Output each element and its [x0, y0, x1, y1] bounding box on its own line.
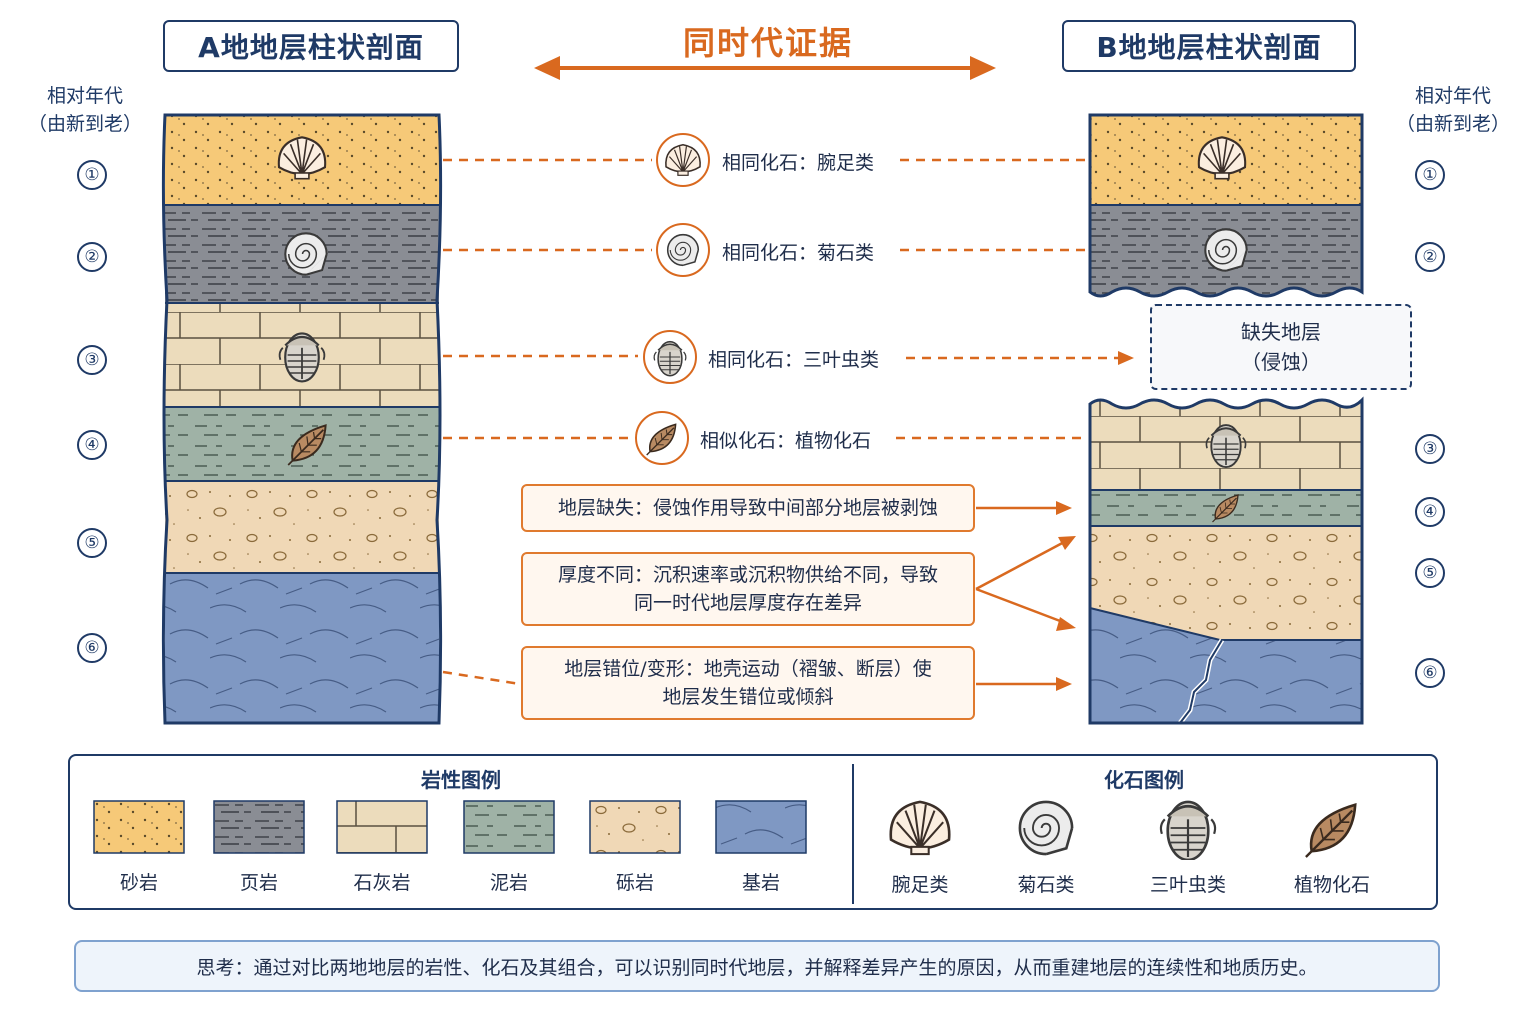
- shale-label: 页岩: [239, 872, 278, 894]
- column-a-title: A地地层柱状剖面: [163, 20, 459, 72]
- correlation-label-ammonite: 相同化石：菊石类: [718, 238, 879, 265]
- legend-conglomerate: 砾岩: [580, 800, 690, 895]
- mudstone-label: 泥岩: [489, 872, 528, 894]
- layer-number-a-4: ④: [77, 430, 107, 460]
- trilobite-icon: [1159, 800, 1217, 860]
- layer-number-b-2: ②: [1415, 242, 1445, 272]
- note-deformation: 地层错位/变形：地壳运动（褶皱、断层）使 地层发生错位或倾斜: [521, 646, 975, 720]
- column-b-title: B地地层柱状剖面: [1062, 20, 1356, 72]
- legend-brachiopod: 腕足类: [860, 796, 980, 897]
- note-thickness-line2: 同一时代地层厚度存在差异: [633, 592, 862, 614]
- limestone-swatch: [336, 800, 428, 854]
- age-label-left-line2: （由新到老）: [27, 113, 142, 135]
- correlation-leaf-icon: [635, 411, 689, 465]
- limestone-label: 石灰岩: [353, 872, 411, 894]
- legend-mudstone: 泥岩: [454, 800, 564, 895]
- age-label-right: 相对年代 （由新到老）: [1388, 82, 1518, 138]
- bedrock-swatch: [715, 800, 807, 854]
- a-ammonite-icon: [284, 232, 328, 276]
- layer-number-b-1: ①: [1415, 160, 1445, 190]
- sandstone-swatch: [93, 800, 185, 854]
- conglomerate-swatch: [589, 800, 681, 854]
- missing-layer-box: 缺失地层 （侵蚀）: [1150, 304, 1412, 390]
- brachiopod-label: 腕足类: [891, 874, 949, 896]
- correlation-brachiopod-icon: [656, 133, 710, 187]
- correlation-label-trilobite: 相同化石：三叶虫类: [704, 345, 884, 372]
- note-arrows: [975, 506, 1069, 686]
- legend-bedrock: 基岩: [706, 800, 816, 895]
- age-label-right-line2: （由新到老）: [1395, 113, 1510, 135]
- note-layer-missing: 地层缺失：侵蚀作用导致中间部分地层被剥蚀: [521, 484, 975, 532]
- legend-ammonite: 菊石类: [986, 796, 1106, 897]
- note-deformation-line1: 地层错位/变形：地壳运动（褶皱、断层）使: [564, 658, 932, 680]
- legend-trilobite: 三叶虫类: [1128, 796, 1248, 897]
- sandstone-label: 砂岩: [119, 872, 158, 894]
- fossil-legend-title: 化石图例: [1104, 768, 1184, 792]
- correlation-ammonite-icon: [656, 223, 710, 277]
- layer-number-b-4: ④: [1415, 497, 1445, 527]
- layer-number-a-2: ②: [77, 242, 107, 272]
- leaf-icon: [1304, 803, 1357, 859]
- legend-limestone: 石灰岩: [327, 800, 437, 895]
- layer-number-a-5: ⑤: [77, 528, 107, 558]
- b-layer-6-bedrock: [1090, 608, 1362, 723]
- column-a: [161, 113, 443, 725]
- brachiopod-icon: [889, 800, 951, 856]
- a-layer-6-bedrock: [165, 573, 439, 723]
- shale-swatch: [213, 800, 305, 854]
- correlation-lines: [442, 158, 1120, 686]
- correlation-trilobite-icon: [643, 330, 697, 384]
- ammonite-icon: [1018, 800, 1074, 856]
- note-deformation-line2: 地层发生错位或倾斜: [662, 686, 834, 708]
- layer-number-b-3: ③: [1415, 434, 1445, 464]
- note-layer-missing-line1: 地层缺失：侵蚀作用导致中间部分地层被剥蚀: [557, 497, 938, 519]
- note-thickness-line1: 厚度不同：沉积速率或沉积物供给不同，导致: [557, 564, 938, 586]
- column-b: [1088, 113, 1364, 725]
- age-label-left: 相对年代 （由新到老）: [20, 82, 150, 138]
- missing-layer-title: 缺失地层: [1241, 320, 1321, 344]
- thinking-box: 思考：通过对比两地地层的岩性、化石及其组合，可以识别同时代地层，并解释差异产生的…: [74, 940, 1440, 992]
- legend-leaf: 植物化石: [1272, 796, 1392, 897]
- legend-shale: 页岩: [204, 800, 314, 895]
- note-thickness: 厚度不同：沉积速率或沉积物供给不同，导致 同一时代地层厚度存在差异: [521, 552, 975, 626]
- correlation-label-leaf: 相似化石：植物化石: [696, 426, 876, 453]
- layer-number-a-3: ③: [77, 345, 107, 375]
- b-layer-5-conglomerate: [1090, 526, 1362, 640]
- layer-number-a-6: ⑥: [77, 633, 107, 663]
- age-label-right-line1: 相对年代: [1414, 85, 1491, 107]
- center-title: 同时代证据: [682, 24, 853, 62]
- correlation-label-brachiopod: 相同化石：腕足类: [718, 148, 879, 175]
- bedrock-label: 基岩: [741, 872, 780, 894]
- ammonite-label: 菊石类: [1017, 874, 1075, 896]
- a-layer-5-conglomerate: [165, 481, 439, 573]
- age-label-left-line1: 相对年代: [46, 85, 123, 107]
- rock-legend-title: 岩性图例: [421, 768, 501, 792]
- legend-panel: 岩性图例 化石图例 砂岩 页岩 石灰岩 泥岩 砾岩 基岩 腕足类 菊石类 三叶虫…: [68, 754, 1438, 910]
- b-ammonite-icon: [1204, 228, 1248, 272]
- legend-sandstone: 砂岩: [84, 800, 194, 895]
- missing-layer-subtitle: （侵蚀）: [1241, 350, 1321, 374]
- layer-number-b-5: ⑤: [1415, 558, 1445, 588]
- leaf-label: 植物化石: [1293, 874, 1370, 896]
- layer-number-a-1: ①: [77, 160, 107, 190]
- layer-number-b-6: ⑥: [1415, 658, 1445, 688]
- legend-divider: [852, 764, 854, 904]
- trilobite-label: 三叶虫类: [1149, 874, 1226, 896]
- center-double-arrow: [534, 56, 996, 80]
- conglomerate-label: 砾岩: [615, 872, 654, 894]
- mudstone-swatch: [463, 800, 555, 854]
